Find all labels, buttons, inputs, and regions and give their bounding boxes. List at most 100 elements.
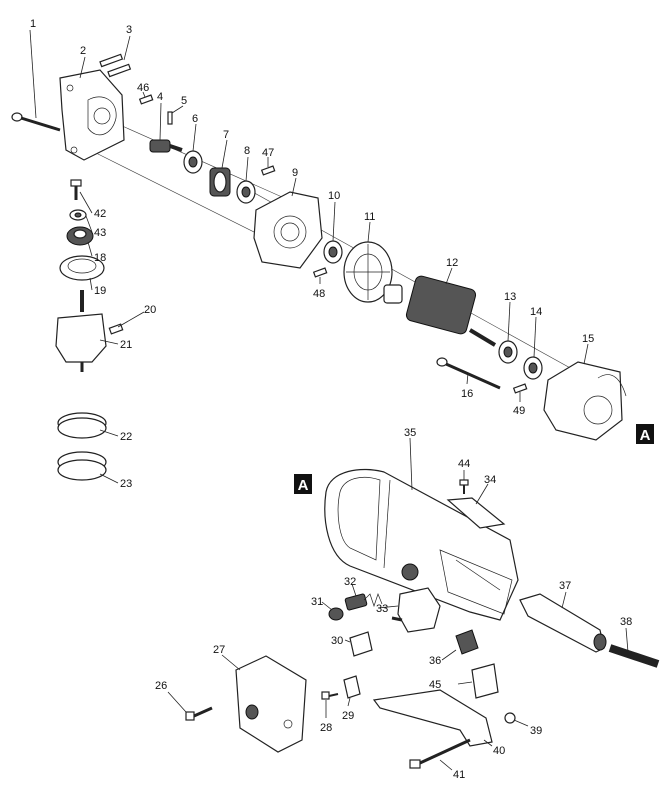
marker-a-upper: A [636,424,654,444]
svg-text:6: 6 [192,113,198,125]
callout-3: 3 [123,24,132,61]
svg-text:23: 23 [120,478,132,490]
callout-29: 29 [342,697,354,722]
callout-15: 15 [582,333,594,365]
part-42-screw [70,179,82,200]
svg-text:12: 12 [446,257,458,269]
svg-text:1: 1 [30,18,36,30]
part-1-screw [11,112,61,132]
callout-8: 8 [244,145,250,182]
callout-23: 23 [99,473,132,490]
callout-49: 49 [513,392,525,417]
svg-text:41: 41 [453,769,465,781]
svg-text:45: 45 [429,679,441,691]
part-19-gear [59,255,105,281]
callout-14: 14 [530,306,542,358]
callout-35: 35 [404,427,416,491]
marker-a-lower: A [294,474,312,494]
svg-text:4: 4 [157,91,163,103]
part-49-pin [512,383,528,394]
callout-27: 27 [213,644,241,671]
svg-text:44: 44 [458,458,470,470]
svg-text:10: 10 [328,190,340,202]
callout-1: 1 [29,18,37,119]
svg-text:8: 8 [244,145,250,157]
svg-text:18: 18 [94,252,106,264]
svg-text:A: A [298,477,309,494]
part-47-pin [260,165,276,176]
callout-30: 30 [331,635,351,647]
svg-text:36: 36 [429,655,441,667]
svg-text:38: 38 [620,616,632,628]
part-16-screw [436,357,501,390]
callout-38: 38 [620,616,632,653]
svg-text:16: 16 [461,388,473,400]
callout-32: 32 [344,576,357,597]
svg-text:21: 21 [120,339,132,351]
svg-text:30: 30 [331,635,343,647]
svg-text:7: 7 [223,129,229,141]
callout-10: 10 [328,190,340,242]
svg-text:43: 43 [94,227,106,239]
part-9-bearing-box [253,191,323,269]
svg-text:37: 37 [559,580,571,592]
svg-text:46: 46 [137,82,149,94]
part-45-block [471,663,499,699]
svg-text:42: 42 [94,208,106,220]
callout-6: 6 [192,113,198,152]
part-5-key [167,111,173,125]
callout-46: 46 [137,82,149,98]
part-3-pins [99,53,132,78]
callout-13: 13 [504,291,516,342]
part-38-cord [608,644,660,668]
callout-12: 12 [445,257,458,285]
callout-43: 43 [85,215,106,239]
callout-19: 19 [89,277,106,297]
callout-44: 44 [458,458,470,480]
part-40-strain-plate [372,689,493,747]
callout-40: 40 [483,739,505,757]
part-22-ring [57,412,107,439]
part-31-cap [328,607,344,621]
part-41-screw [409,738,471,769]
callout-45: 45 [429,679,473,691]
svg-text:35: 35 [404,427,416,439]
part-6-bearing [183,150,203,174]
callout-37: 37 [559,580,571,609]
svg-text:29: 29 [342,710,354,722]
callout-7: 7 [221,129,229,169]
svg-text:2: 2 [80,45,86,57]
callout-16: 16 [461,372,473,400]
svg-text:40: 40 [493,745,505,757]
svg-text:14: 14 [530,306,542,318]
svg-text:34: 34 [484,474,496,486]
callout-20: 20 [117,304,156,328]
svg-text:A: A [640,427,651,444]
svg-text:13: 13 [504,291,516,303]
part-8-bearing [236,180,256,204]
callout-21: 21 [99,339,132,351]
callout-41: 41 [439,759,465,781]
svg-text:15: 15 [582,333,594,345]
part-26-screw [185,706,213,721]
svg-text:28: 28 [320,722,332,734]
svg-text:9: 9 [292,167,298,179]
svg-text:22: 22 [120,431,132,443]
part-10-bearing [323,240,343,264]
svg-text:49: 49 [513,405,525,417]
callout-5: 5 [171,95,187,114]
callout-47: 47 [262,147,274,167]
part-30-terminal [349,631,373,657]
part-27-cover [235,655,307,753]
part-14-bearing [523,356,543,380]
part-33-switch [391,587,441,633]
callout-26: 26 [155,680,187,713]
part-28-screw [321,691,339,700]
svg-text:27: 27 [213,644,225,656]
part-35-motor-housing [324,468,519,621]
svg-text:48: 48 [313,288,325,300]
callout-48: 48 [313,277,325,300]
callout-11: 11 [364,211,375,243]
part-46-pin [138,94,154,105]
part-4-pinion [149,139,183,153]
